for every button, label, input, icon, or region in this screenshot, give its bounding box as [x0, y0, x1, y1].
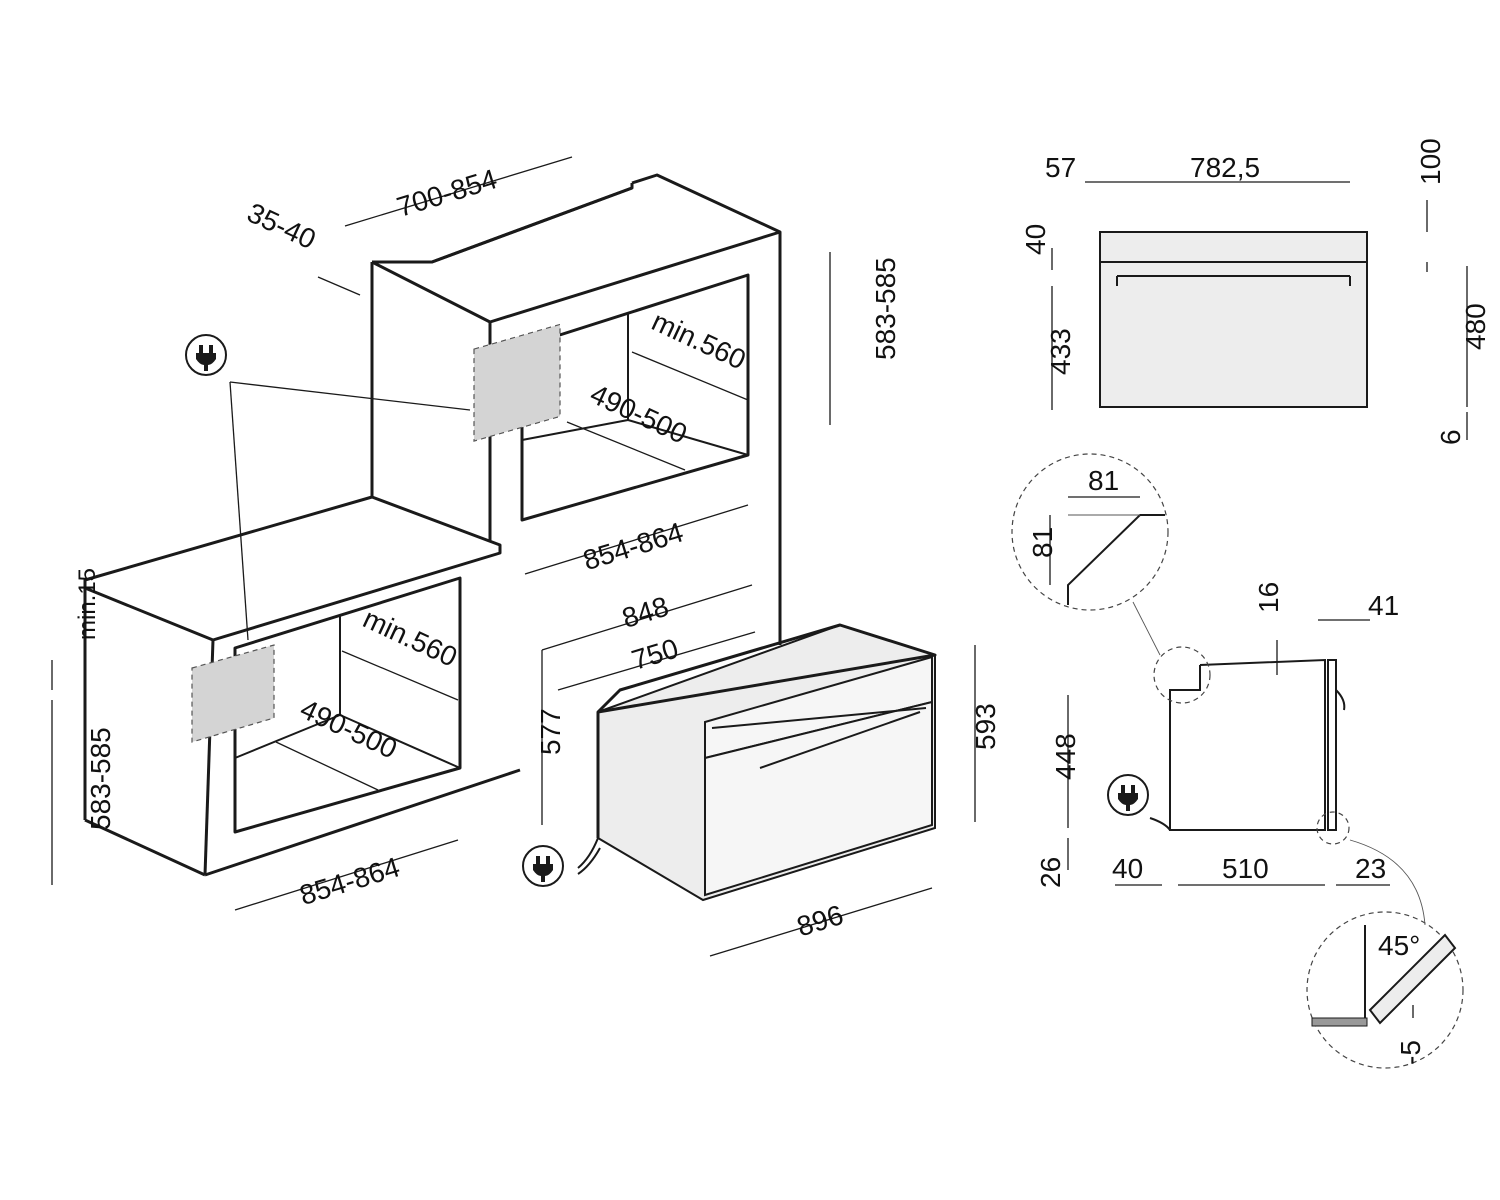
upper-cabinet — [370, 173, 782, 645]
label-top-gap: min.15 — [74, 568, 101, 640]
label-side-top: 16 — [1253, 582, 1284, 613]
detail-top — [1011, 453, 1211, 704]
label-side-height: 448 — [1050, 733, 1081, 780]
label-lower-niche-width: 854-864 — [296, 851, 403, 911]
label-front-right: 480 — [1460, 303, 1491, 350]
label-front-width: 782,5 — [1190, 152, 1260, 183]
label-side-door: 41 — [1368, 590, 1399, 621]
electric-zone-lower — [191, 644, 275, 743]
label-side-depth: 510 — [1222, 853, 1269, 884]
label-depth-offset: 35-40 — [243, 197, 321, 255]
label-detail-h: 81 — [1027, 527, 1058, 558]
label-side-right: 23 — [1355, 853, 1386, 884]
label-oven-height-front: 593 — [970, 703, 1001, 750]
side-view — [1149, 658, 1346, 831]
label-detail-w: 81 — [1088, 465, 1119, 496]
lower-cabinet — [83, 495, 521, 877]
label-upper-height: 583-585 — [870, 257, 901, 360]
label-oven-front-width: 896 — [793, 899, 847, 942]
label-front-top: 100 — [1415, 138, 1446, 185]
label-oven-width-outer: 848 — [618, 591, 672, 634]
label-front-bottom: 6 — [1435, 429, 1466, 445]
label-side-front: 40 — [1112, 853, 1143, 884]
oven-door — [704, 700, 933, 897]
label-oven-height-body: 577 — [535, 708, 566, 755]
label-front-top-gap: 40 — [1020, 224, 1051, 255]
plug-icon — [185, 334, 227, 376]
label-oven-width-inner: 750 — [628, 633, 682, 676]
detail-bottom — [1306, 811, 1464, 1069]
electric-zone-upper — [473, 323, 561, 442]
plug-icon — [522, 845, 564, 887]
oven-isometric — [577, 623, 937, 902]
label-side-bottom: 26 — [1035, 857, 1066, 888]
label-detail-offset: -5 — [1395, 1040, 1426, 1065]
dimension-lines — [51, 156, 1468, 1018]
front-view — [1099, 231, 1368, 408]
plug-icon — [1107, 774, 1149, 816]
oven-handle-top — [711, 707, 927, 729]
label-lower-height: 583-585 — [85, 727, 116, 830]
label-front-height: 433 — [1045, 328, 1076, 375]
label-upper-width: 700-854 — [393, 163, 500, 223]
label-front-left: 57 — [1045, 152, 1076, 183]
label-upper-niche-width: 854-864 — [579, 516, 686, 576]
oven-handle — [759, 711, 921, 769]
label-detail-angle: 45° — [1378, 930, 1420, 961]
